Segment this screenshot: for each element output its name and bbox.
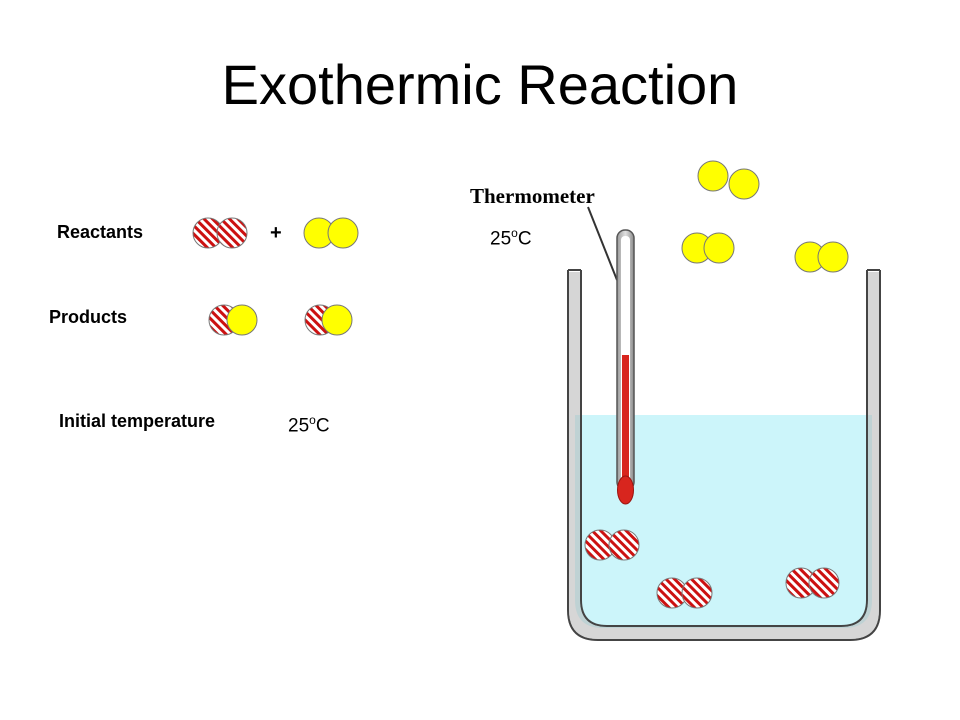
reactants-label: Reactants <box>57 222 144 242</box>
slide-title: Exothermic Reaction <box>221 53 739 116</box>
gas-molecule <box>697 160 760 200</box>
products-label: Products <box>49 307 128 327</box>
mercury-bulb <box>617 475 634 505</box>
product-molecule-1 <box>208 304 258 336</box>
dissolved-molecule <box>584 529 640 561</box>
mercury-column <box>622 355 629 485</box>
thermometer-pointer <box>587 206 618 281</box>
product-molecule-2 <box>304 304 353 336</box>
gas-molecule <box>681 232 735 264</box>
thermometer-temperature-value: 25oC <box>490 226 532 250</box>
beaker <box>567 270 881 641</box>
thermometer <box>616 229 635 505</box>
dissolved-molecule <box>785 567 840 599</box>
dissolved-molecule <box>656 577 713 609</box>
reactant-molecule-striped <box>192 217 248 249</box>
gas-molecule <box>794 241 849 273</box>
plus-sign: + <box>270 222 282 244</box>
initial-temperature-value: 25oC <box>288 413 330 437</box>
reactant-molecule-yellow <box>303 217 359 249</box>
initial-temperature-label: Initial temperature <box>59 411 216 431</box>
thermometer-label: Thermometer <box>470 184 595 208</box>
